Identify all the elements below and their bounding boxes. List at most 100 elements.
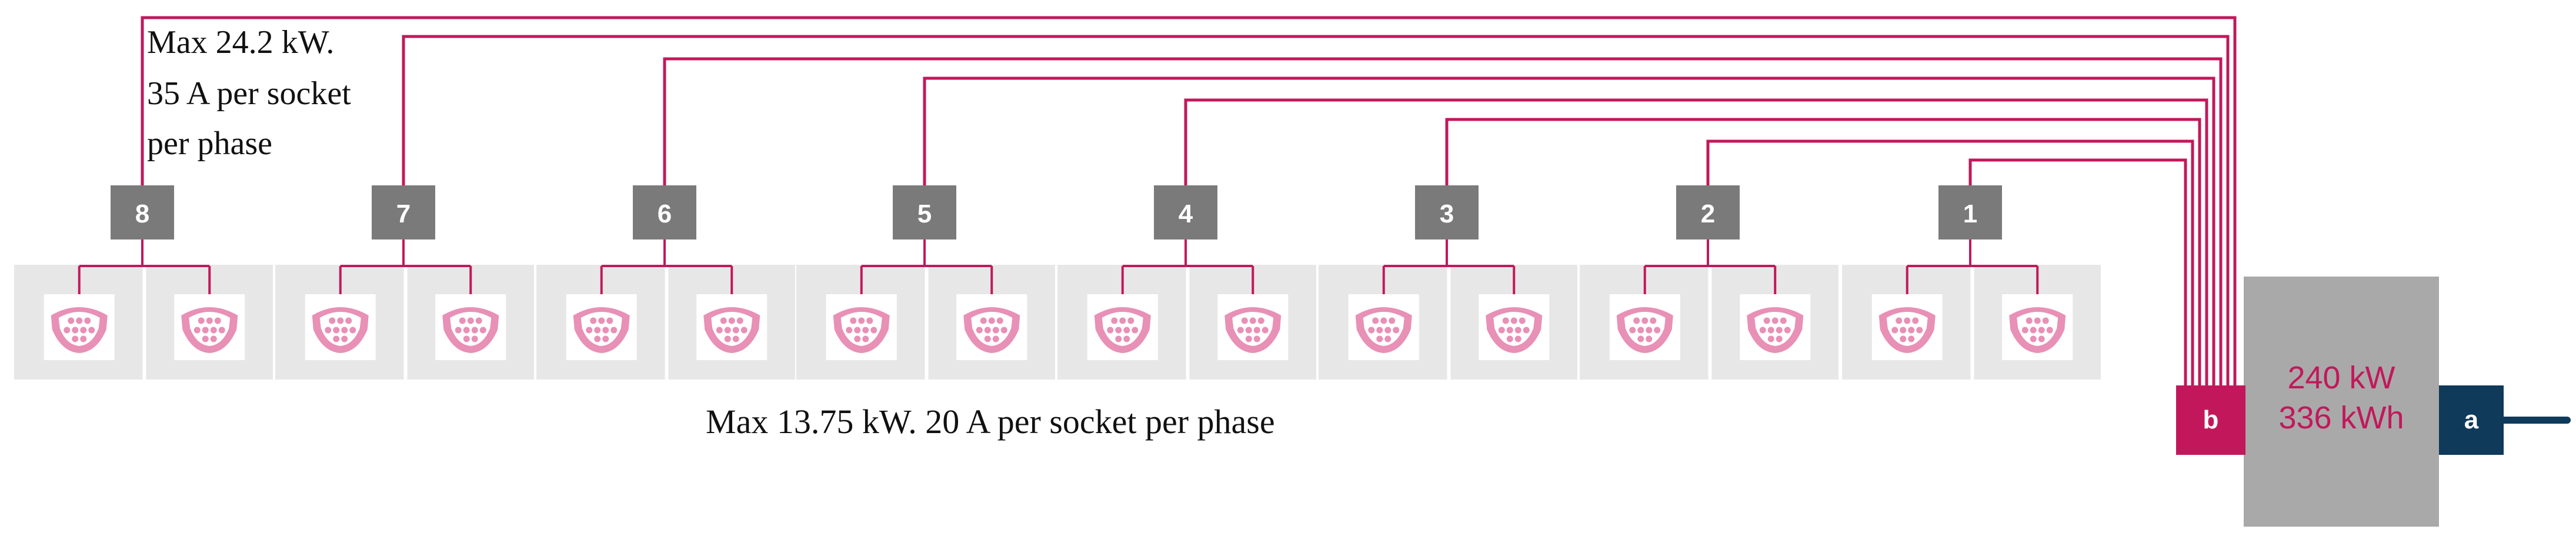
socket-pin [1637, 335, 1644, 342]
socket-pin [732, 335, 739, 342]
socket-pin [606, 317, 613, 324]
socket-pin [1115, 327, 1122, 334]
socket-pin [1637, 327, 1644, 334]
socket-pin [1119, 317, 1126, 324]
socket-pin [1767, 335, 1774, 342]
socket-pin [1245, 327, 1252, 334]
socket-pin [1510, 317, 1517, 324]
charger-box [111, 185, 174, 239]
socket-pin [1107, 327, 1114, 334]
charger-box [1415, 185, 1479, 239]
socket-pin [1629, 327, 1636, 334]
charger-box [893, 185, 956, 239]
socket-pin [594, 327, 601, 334]
socket-pin [1262, 327, 1269, 334]
socket-pin [76, 317, 83, 324]
socket-pin [1650, 317, 1657, 324]
annotation-max-24kw: Max 24.2 kW. [147, 24, 334, 61]
socket-pin [1393, 327, 1400, 334]
charger-box [372, 185, 435, 239]
socket-pin [1776, 327, 1783, 334]
charger-2: 2 [1676, 185, 1740, 239]
socket-pin [728, 317, 735, 324]
socket-pin [1519, 317, 1526, 324]
socket-pin [198, 317, 205, 324]
cable-charger-7 [402, 35, 2230, 385]
socket-pin [1891, 327, 1898, 334]
ev-socket-icon [435, 294, 506, 360]
charger-number: 1 [1963, 199, 1977, 228]
socket-pin [329, 317, 336, 324]
socket-pin [1514, 335, 1521, 342]
socket-pin [193, 327, 201, 334]
socket-pin [984, 327, 991, 334]
socket-pin [992, 327, 999, 334]
socket-pin [724, 327, 731, 334]
socket-pin [479, 327, 486, 334]
socket-pin [716, 327, 723, 334]
ev-socket-icon [1871, 294, 1943, 360]
socket-pin [1000, 327, 1007, 334]
cable-charger-1 [1968, 158, 2187, 385]
charger-7: 7 [372, 185, 435, 239]
socket-pin [854, 327, 861, 334]
charger-8: 8 [111, 185, 174, 239]
charger-4: 4 [1154, 185, 1217, 239]
ev-socket-icon [174, 294, 245, 360]
socket-pin [870, 327, 877, 334]
charger-number: 8 [135, 199, 149, 228]
socket-pin [992, 335, 999, 342]
charger-sockets-1 [1842, 238, 2104, 380]
ev-socket-icon [44, 294, 115, 360]
socket-pin [1376, 335, 1383, 342]
socket-pin [1384, 327, 1392, 334]
socket-pin [72, 327, 79, 334]
socket-pin [1253, 327, 1260, 334]
socket-pin [455, 327, 462, 334]
socket-pin [602, 327, 609, 334]
ev-socket-icon [956, 294, 1027, 360]
charger-sockets-6 [536, 238, 799, 380]
socket-pin [846, 327, 853, 334]
charger-3: 3 [1415, 185, 1479, 239]
socket-pin [1916, 327, 1923, 334]
socket-pin [1900, 327, 1907, 334]
socket-pin [602, 335, 609, 342]
charger-number: 7 [396, 199, 411, 228]
socket-pin [1900, 335, 1907, 342]
socket-pin [471, 327, 478, 334]
block-b-label: b [2203, 405, 2219, 434]
charger-sockets-4 [1057, 238, 1320, 380]
cable-charger-3 [1445, 118, 2201, 385]
socket-pin [2021, 327, 2028, 334]
socket-pin [1111, 317, 1118, 324]
ev-socket-icon [2002, 294, 2073, 360]
ev-socket-icon [1087, 294, 1158, 360]
socket-pin [2042, 317, 2049, 324]
socket-pin [1498, 327, 1505, 334]
socket-pin [1523, 327, 1530, 334]
socket-pin [1132, 327, 1139, 334]
socket-pin [202, 327, 209, 334]
socket-pin [80, 327, 87, 334]
socket-pin [1776, 335, 1783, 342]
socket-pin [2030, 335, 2037, 342]
charger-sockets-5 [796, 238, 1059, 380]
socket-pin [1389, 317, 1396, 324]
socket-pin [1896, 317, 1903, 324]
cable-charger-4 [1184, 98, 2208, 385]
charger-1: 1 [1938, 185, 2002, 239]
cable-charger-2 [1706, 139, 2194, 385]
annotation-max-13kw: Max 13.75 kW. 20 A per socket per phase [706, 402, 1275, 441]
ev-socket-icon [1740, 294, 1811, 360]
socket-pin [337, 317, 344, 324]
charger-6: 6 [633, 185, 696, 239]
cable-charger-5 [923, 76, 2215, 385]
socket-pin [1237, 327, 1244, 334]
socket-pin [210, 335, 217, 342]
socket-pin [736, 317, 743, 324]
socket-pin [1123, 335, 1130, 342]
socket-pin [64, 327, 71, 334]
